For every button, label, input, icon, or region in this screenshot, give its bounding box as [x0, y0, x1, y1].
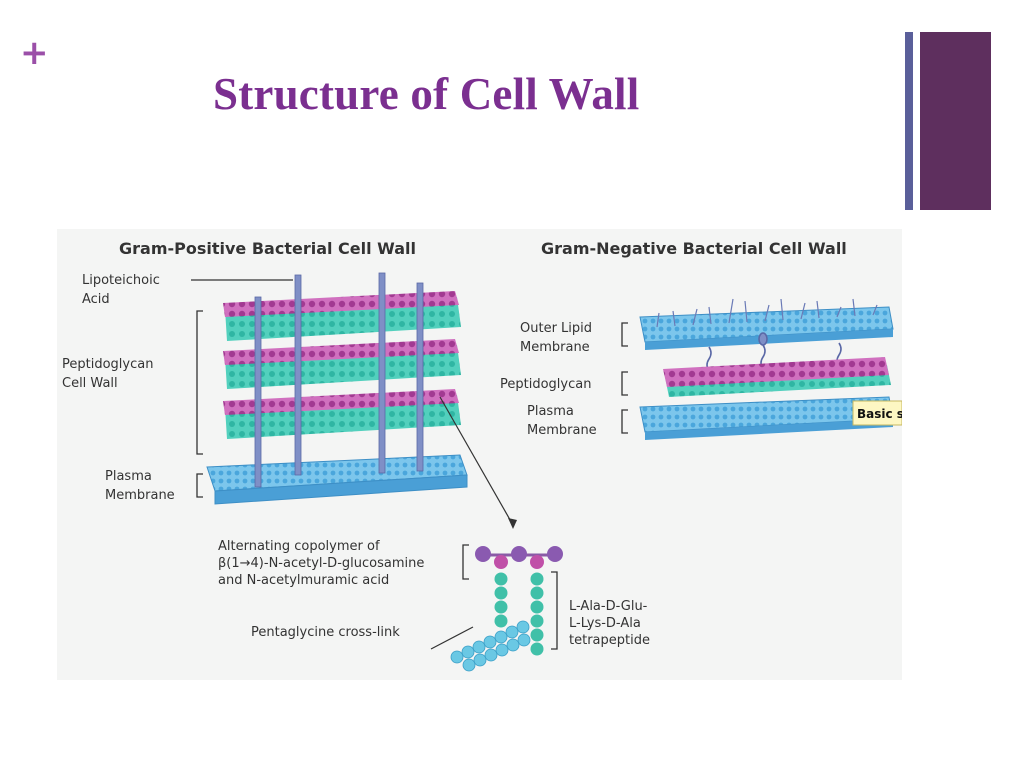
detail-arrow — [439, 396, 514, 526]
gram-positive-plasma-membrane — [206, 454, 468, 505]
peptidoglycan-layer-3 — [223, 291, 461, 341]
cell-wall-diagram: Gram-Positive Bacterial Cell Wall Lipote… — [62, 239, 902, 672]
label-gn-peptidoglycan: Peptidoglycan — [500, 377, 591, 392]
tooltip-fragment: Basic s — [852, 400, 902, 426]
copolymer-chain — [475, 546, 563, 569]
label-gn-plasma-line1: Plasma — [527, 404, 574, 419]
slide-title: Structure of Cell Wall — [213, 69, 640, 119]
gn-plasma-membrane — [639, 396, 894, 440]
slide-plus-mark: + — [20, 33, 49, 73]
label-tetrapeptide-line1: L-Ala-D-Glu- — [569, 599, 648, 614]
pentaglycine-cross-link — [450, 620, 531, 672]
label-lipoteichoic-line1: Lipoteichoic — [82, 273, 160, 288]
label-gp-plasma-line2: Membrane — [105, 488, 175, 503]
gram-negative-heading: Gram-Negative Bacterial Cell Wall — [541, 239, 847, 258]
label-copolymer-line2: β(1→4)-N-acetyl-D-glucosamine — [218, 556, 424, 571]
label-outer-lipid-line2: Membrane — [520, 340, 590, 355]
label-outer-lipid-line1: Outer Lipid — [520, 321, 592, 336]
accent-bar-thin — [905, 32, 913, 210]
label-peptidoglycan-line1: Peptidoglycan — [62, 357, 153, 372]
label-lipoteichoic-line2: Acid — [82, 292, 110, 307]
peptidoglycan-bracket — [196, 310, 203, 455]
label-gn-plasma-line2: Membrane — [527, 423, 597, 438]
peptidoglycan-layer-2 — [223, 339, 461, 389]
accent-bar-thick — [920, 32, 991, 210]
label-tetrapeptide-line2: L-Lys-D-Ala — [569, 616, 641, 631]
outer-lipid-membrane — [639, 298, 894, 350]
peptidoglycan-layer-1 — [223, 389, 461, 439]
gram-positive-heading: Gram-Positive Bacterial Cell Wall — [119, 239, 416, 258]
label-tetrapeptide-line3: tetrapeptide — [569, 633, 650, 648]
label-gp-plasma-line1: Plasma — [105, 469, 152, 484]
label-cross-link: Pentaglycine cross-link — [251, 625, 400, 640]
gp-plasma-bracket — [196, 473, 203, 498]
gn-peptidoglycan-layer — [663, 357, 891, 397]
svg-text:Basic s: Basic s — [857, 407, 902, 421]
label-copolymer-line1: Alternating copolymer of — [218, 539, 380, 554]
tetrapeptide-chains — [494, 572, 544, 656]
label-peptidoglycan-line2: Cell Wall — [62, 376, 118, 391]
cell-wall-figure: Gram-Positive Bacterial Cell Wall Lipote… — [57, 229, 902, 680]
label-copolymer-line3: and N-acetylmuramic acid — [218, 573, 389, 588]
lipoteichoic-acid-rods — [254, 272, 424, 488]
